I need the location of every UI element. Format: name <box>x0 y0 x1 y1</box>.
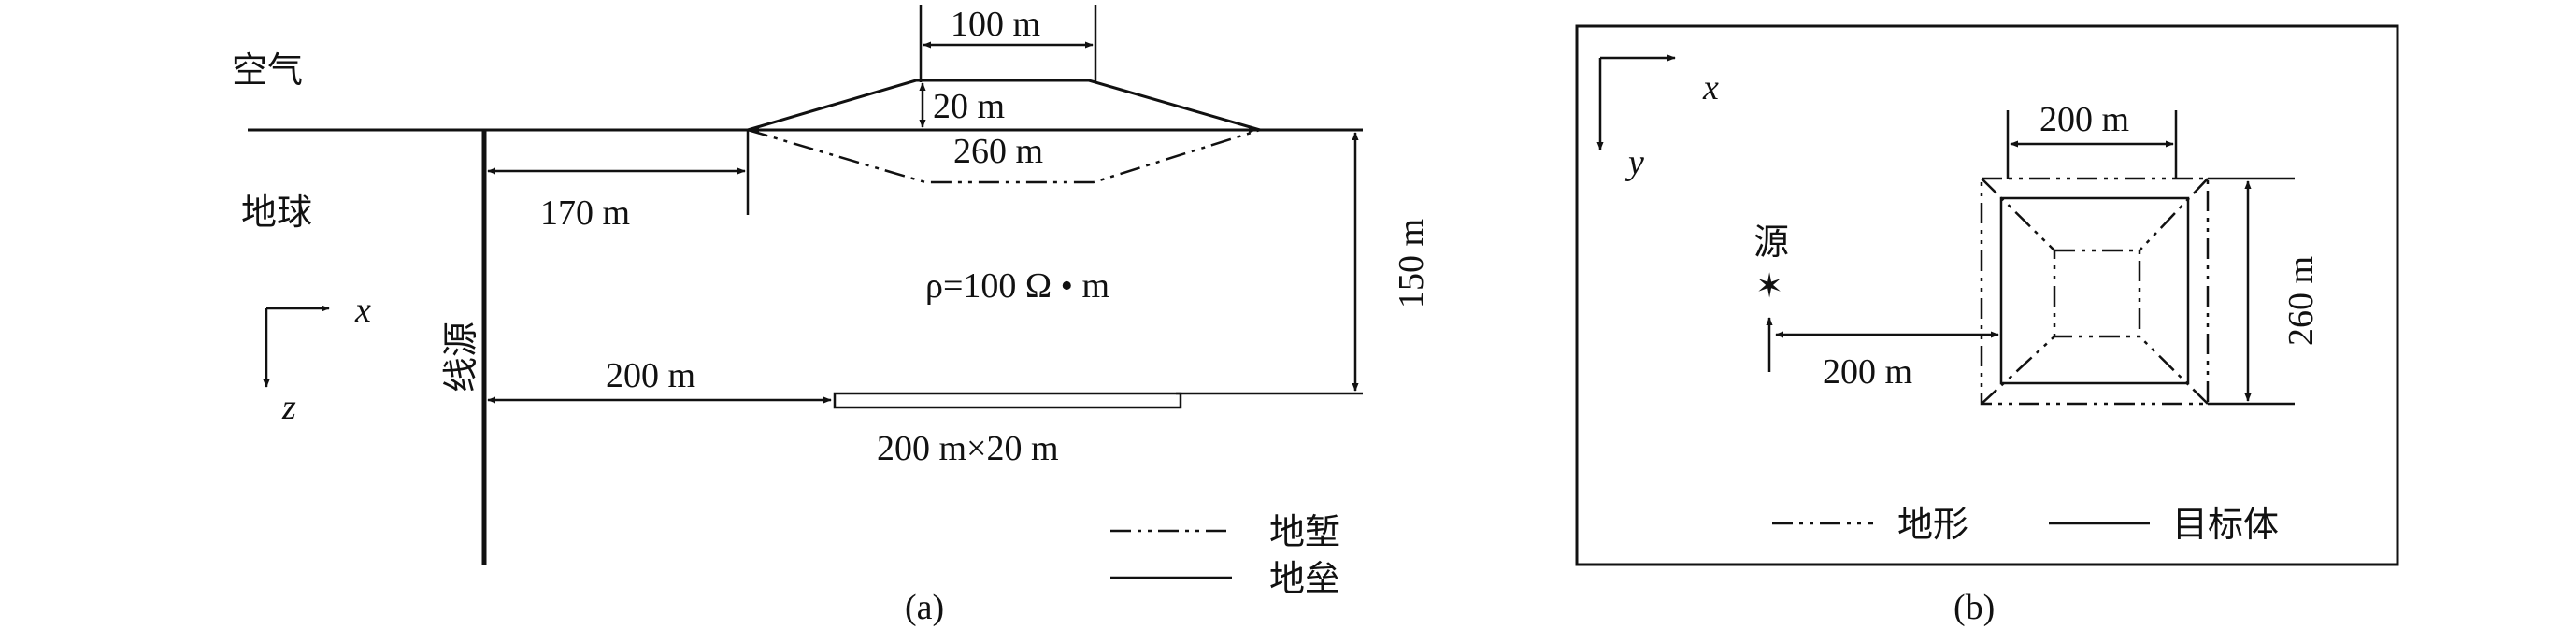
resistivity-label: ρ=100 Ω • m <box>925 266 1109 306</box>
dim-top-width: 100 m <box>951 5 1040 44</box>
panel-b-frame <box>1575 24 2399 566</box>
dim-depth: 150 m <box>1392 219 1431 308</box>
line-source-label: 线源 <box>440 322 481 393</box>
dim-hill-height: 20 m <box>933 87 1005 126</box>
target-body-b <box>1999 196 2190 385</box>
target-body <box>833 392 1182 409</box>
legend-horst-label: 地垒 <box>1269 558 1340 599</box>
body-size: 200 m×20 m <box>877 429 1059 468</box>
panel-a: 空气 地球 线源 100 m 20 m 260 m 170 m 150 m ρ=… <box>232 5 1431 627</box>
hill-horst-outline <box>747 79 1261 132</box>
caption-b: (b) <box>1953 588 1995 627</box>
source-label: 源 <box>1753 222 1789 263</box>
earth-label: 地球 <box>241 192 312 233</box>
source-star-icon: ✶ <box>1755 267 1783 305</box>
legend-terrain-label: 地形 <box>1897 504 1968 545</box>
panel-b: x y 200 m 260 m 源 ✶ 200 m 地形 <box>1575 24 2399 627</box>
dim-offset-b: 200 m <box>1823 352 1912 392</box>
dim-body-offset: 200 m <box>606 356 695 395</box>
legend-graben-label: 地堑 <box>1269 511 1340 552</box>
legend-target-label: 目标体 <box>2172 504 2279 545</box>
air-label: 空气 <box>232 50 303 91</box>
terrain-outline <box>1980 177 2210 406</box>
dim-height: 260 m <box>2282 256 2321 346</box>
axis-z-label: z <box>281 388 296 427</box>
dim-base-width: 260 m <box>953 132 1043 171</box>
graben-outline <box>747 128 1261 184</box>
caption-a: (a) <box>905 588 944 627</box>
axis-y-label-b: y <box>1624 143 1644 182</box>
axis-x-label-b: x <box>1702 68 1719 107</box>
axis-x-label: x <box>354 291 371 330</box>
dim-inner-width: 200 m <box>2039 100 2129 139</box>
dim-source-offset: 170 m <box>540 193 630 233</box>
